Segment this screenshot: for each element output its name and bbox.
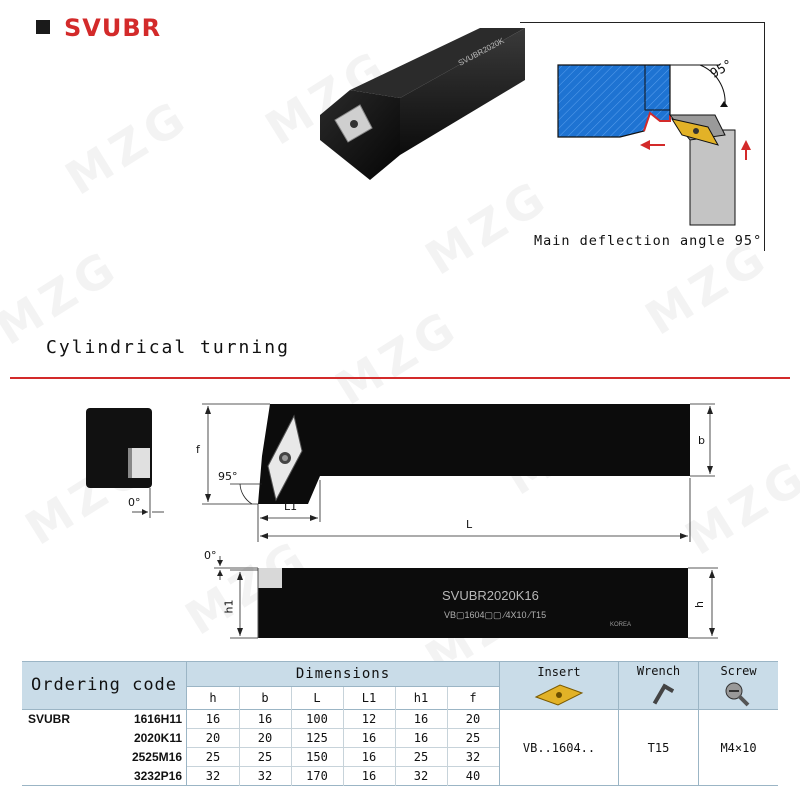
- table-cell: 16: [413, 731, 429, 745]
- table-cell: 16: [361, 750, 377, 764]
- watermark: MZG: [56, 88, 199, 205]
- table-cell: 25: [257, 750, 273, 764]
- holder-marking-3: KOREA: [610, 622, 632, 628]
- table-cell: 16: [257, 712, 273, 726]
- col-b-header: b: [261, 691, 269, 705]
- col-f-header: f: [469, 691, 477, 705]
- holder-marking: SVUBR2020K16: [442, 588, 539, 603]
- table-cell: 170: [306, 769, 328, 783]
- table-cell: 20: [257, 731, 273, 745]
- table-cell: 20: [205, 731, 221, 745]
- table-cell: 25: [413, 750, 429, 764]
- table-cell: 16: [361, 769, 377, 783]
- insert-header: Insert: [537, 665, 581, 679]
- table-cell: 16: [205, 712, 221, 726]
- dimensions-header: Dimensions: [295, 665, 391, 682]
- col-l-header: L: [313, 691, 321, 705]
- wrench-header: Wrench: [636, 664, 681, 678]
- end-view-angle-label: 0°: [128, 496, 141, 509]
- table-cell: 40: [465, 769, 481, 783]
- screw-value: M4×10: [720, 740, 757, 755]
- table-row-code: 2525M16: [131, 750, 182, 764]
- table-row-code: 2020K11: [133, 731, 182, 745]
- operation-diagram-frame: [520, 22, 765, 251]
- section-label: Cylindrical turning: [46, 337, 290, 358]
- wrench-icon: [652, 683, 674, 705]
- table-cell: 16: [361, 731, 377, 745]
- table-cell: 32: [257, 769, 273, 783]
- screw-header: Screw: [720, 664, 757, 678]
- dim-h-label: h: [692, 601, 706, 608]
- table-row-code: 1616H11: [133, 712, 182, 726]
- dim-f-label: f: [196, 443, 200, 456]
- insert-icon: [534, 684, 584, 706]
- table-cell: 32: [465, 750, 481, 764]
- table-cell: 16: [413, 712, 429, 726]
- screw-icon: [725, 682, 750, 707]
- angle-95-label: 95°: [218, 470, 238, 483]
- title-marker: [36, 20, 50, 34]
- wrench-value: T15: [647, 740, 670, 755]
- ordering-code-header: Ordering code: [30, 675, 178, 695]
- ordering-table: Ordering code Dimensions h b L L1 h1 f I…: [22, 661, 778, 786]
- table-cell: 32: [205, 769, 221, 783]
- dim-h1-label: h1: [222, 599, 236, 614]
- side-angle-label: 0°: [204, 549, 217, 562]
- col-h-header: h: [209, 691, 217, 705]
- dim-b-label: b: [698, 434, 705, 447]
- tool-holder-photo: SVUBR2020K: [320, 28, 525, 180]
- table-row-code: 3232P16: [133, 769, 182, 783]
- dim-l-label: L: [466, 518, 473, 531]
- table-cell: 125: [306, 731, 328, 745]
- side-view-drawing: [214, 556, 718, 639]
- table-cell: 25: [465, 731, 481, 745]
- table-cell: 100: [306, 712, 328, 726]
- table-cell: 12: [361, 712, 377, 726]
- col-l1-header: L1: [361, 691, 377, 705]
- operation-diagram: [557, 64, 751, 226]
- col-h1-header: h1: [413, 691, 429, 705]
- page-title: SVUBR: [64, 14, 162, 42]
- insert-value: VB..1604..: [522, 740, 596, 755]
- holder-marking-2: VB▢1604▢▢ ⁄4X10 ⁄T15: [444, 610, 547, 620]
- top-view-drawing: [202, 403, 715, 542]
- series-label: SVUBR: [28, 712, 71, 726]
- diagram-caption: Main deflection angle 95°: [534, 233, 763, 249]
- table-cell: 150: [306, 750, 328, 764]
- table-cell: 25: [205, 750, 221, 764]
- table-cell: 32: [413, 769, 429, 783]
- table-cell: 20: [465, 712, 481, 726]
- end-view-drawing: [86, 408, 164, 518]
- dim-l1-label: L1: [284, 500, 298, 513]
- section-divider: [10, 377, 790, 379]
